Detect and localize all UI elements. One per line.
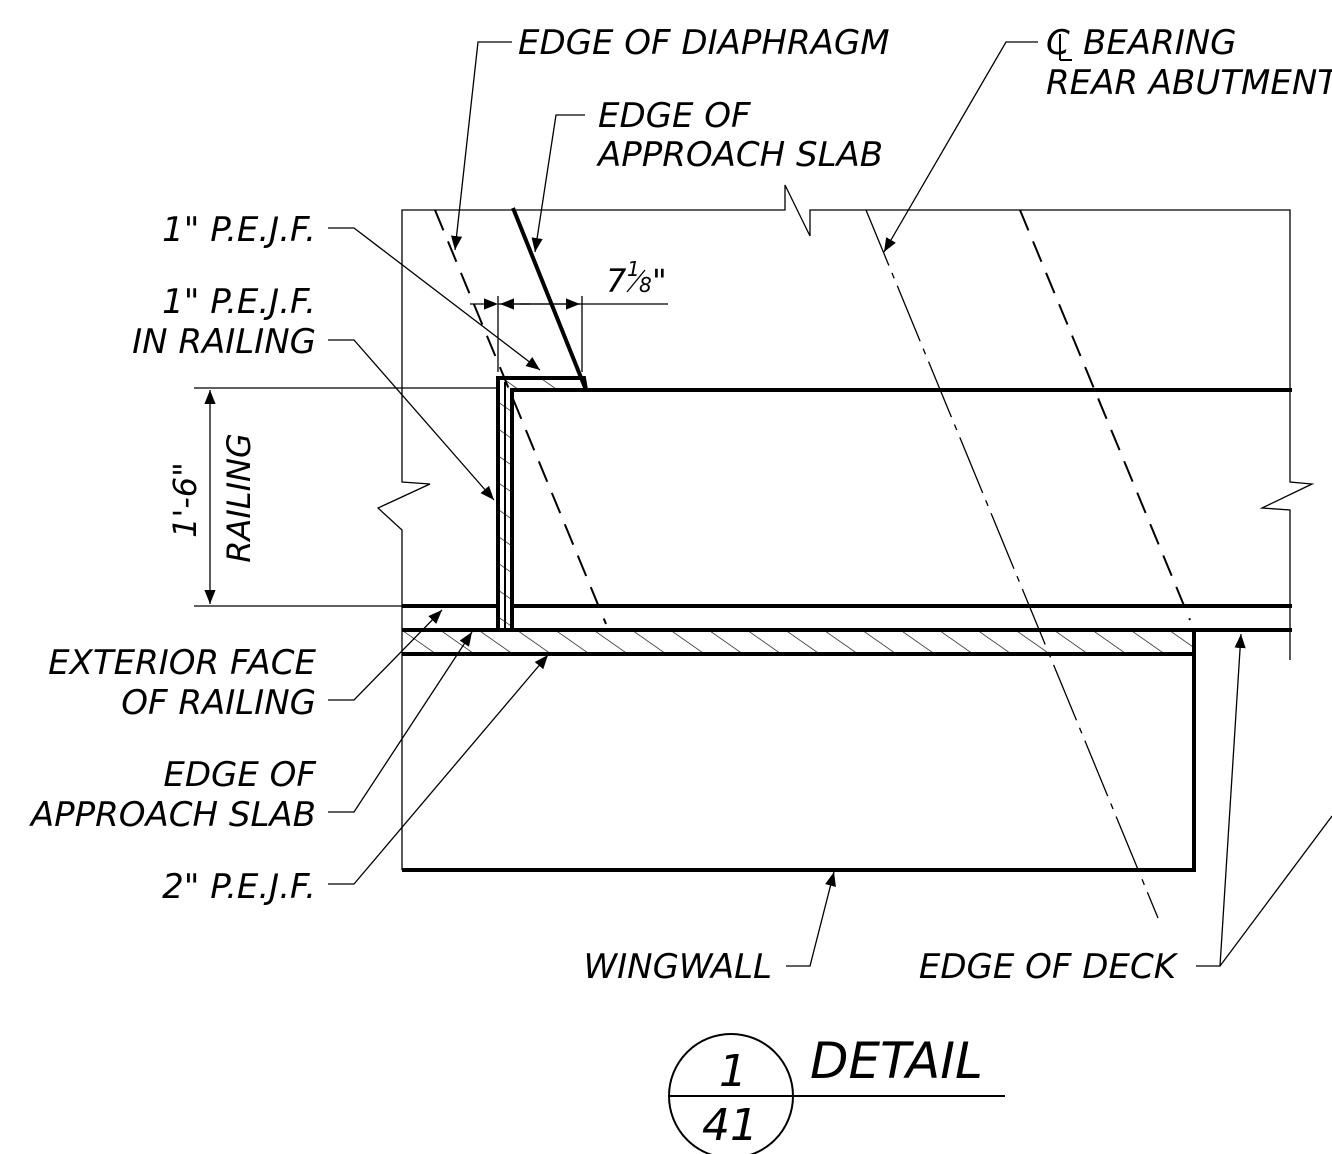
label-pejf-railing-2: IN RAILING xyxy=(132,322,316,362)
detail-number: 1 xyxy=(719,1046,747,1097)
label-pejf-1in: 1" P.E.J.F. xyxy=(162,210,316,250)
detail-callout xyxy=(668,1033,1005,1154)
railing-height-text: 1'-6" xyxy=(166,462,204,538)
approach-slab-pejf xyxy=(402,628,1292,656)
railing xyxy=(372,387,1292,608)
label-pejf-railing-1: 1" P.E.J.F. xyxy=(162,282,316,322)
label-edge-of-approach-slab-top-2: APPROACH SLAB xyxy=(596,135,883,175)
railing-height-dimension xyxy=(194,387,372,607)
gap-dim-unit: " xyxy=(652,262,667,300)
centerline-symbol: C xyxy=(1046,23,1072,63)
gap-dim-den: 8 xyxy=(639,273,652,297)
label-exterior-face-2: OF RAILING xyxy=(121,683,316,723)
wingwall-outline xyxy=(402,630,1196,872)
skew-lines xyxy=(434,207,1191,919)
gap-dim-whole: 7 xyxy=(606,262,627,300)
label-edge-of-approach-slab-bottom-1: EDGE OF xyxy=(163,755,316,795)
label-exterior-face-1: EXTERIOR FACE xyxy=(48,643,316,683)
label-edge-of-diaphragm: EDGE OF DIAPHRAGM xyxy=(518,23,890,63)
label-wingwall: WINGWALL xyxy=(584,947,773,987)
detail-title: DETAIL xyxy=(810,1032,983,1090)
label-edge-of-deck: EDGE OF DECK xyxy=(919,947,1179,987)
sheet-number: 41 xyxy=(702,1100,758,1151)
leaders xyxy=(328,41,1332,967)
railing-pejf xyxy=(496,376,589,630)
gap-dimension xyxy=(470,296,668,372)
label-edge-of-approach-slab-bottom-2: APPROACH SLAB xyxy=(29,795,316,835)
gap-dim-num: 1 xyxy=(627,257,640,281)
label-cl-bearing-1: BEARING xyxy=(1083,23,1237,63)
label-pejf-2in: 2" P.E.J.F. xyxy=(162,867,316,907)
railing-dim-label: RAILING xyxy=(220,433,258,563)
gap-dim-frac-bar xyxy=(626,269,646,293)
outline-boundary xyxy=(376,184,1315,870)
label-edge-of-approach-slab-top-1: EDGE OF xyxy=(598,96,751,136)
label-cl-bearing-2: REAR ABUTMENT xyxy=(1046,63,1332,103)
svg-text:C: C xyxy=(1046,23,1070,63)
